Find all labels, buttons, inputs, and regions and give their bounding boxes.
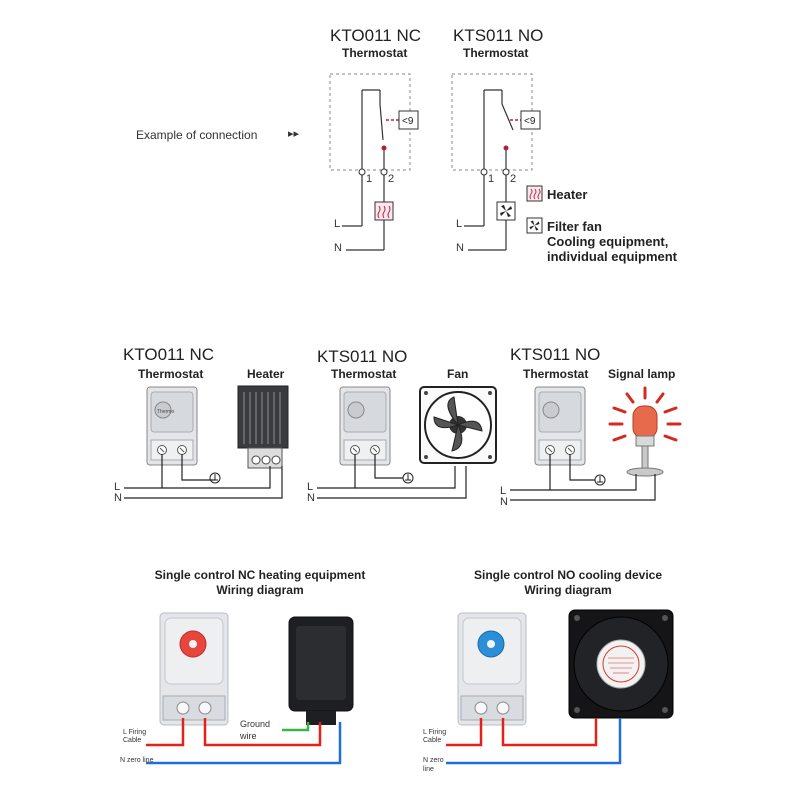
svg-text:<9: <9 [524, 116, 536, 127]
kto-thermostat-box [329, 73, 411, 171]
no-fan-photo [568, 609, 674, 719]
nc-heater-photo [288, 616, 354, 725]
panel3-signal-lamp-image [608, 386, 682, 477]
legend-fan-icon [526, 217, 543, 234]
no-wiring-title-line1: Single control NO cooling device [473, 568, 663, 582]
svg-text:Thermo: Thermo [157, 409, 174, 415]
nc-ground-wire-label-line1: Ground [240, 719, 271, 729]
kto-term1-label: 1 [366, 173, 373, 185]
kts-term1-label: 1 [488, 173, 495, 185]
nc-ground-wire-label-line2: wire [240, 731, 257, 741]
panel3-model: KTS011 NO [510, 345, 601, 364]
no-n-wire-label-line2: line [423, 766, 434, 773]
kts-terminal-1 [480, 168, 488, 176]
panel2-N-label: N [307, 492, 315, 504]
kto-terminal-2 [380, 168, 388, 176]
panel3-N-label: N [500, 496, 508, 508]
kto-switch [361, 89, 385, 170]
nc-wiring-title-line2: Wiring diagram [216, 583, 304, 597]
panel1-N-label: N [114, 492, 122, 504]
panel3-ground-icon [594, 474, 606, 486]
wiring-photos [146, 609, 674, 765]
legend-fan-line1: Filter fan [547, 219, 602, 234]
kto-temp-sensor-icon [398, 110, 419, 130]
kto-schematic-subtitle: Thermostat [342, 46, 408, 60]
panel2-model: KTS011 NO [317, 347, 408, 366]
nc-n-wire-label: N zero line [120, 757, 154, 764]
kto-terminal-1 [358, 168, 366, 176]
panel1-wires [124, 454, 283, 499]
no-wires [446, 718, 622, 765]
nc-l-wire-label-line2: Cable [123, 737, 142, 744]
panel3-wires [510, 454, 656, 501]
no-wiring-title-line2: Wiring diagram [524, 583, 612, 597]
double-arrow-icon: ▸▸ [288, 128, 300, 140]
kts-terminal-2 [502, 168, 510, 176]
no-n-wire-label-line1: N zero [423, 757, 444, 764]
panel1-device-label: Heater [247, 367, 285, 381]
panel2-ground-icon [402, 472, 414, 484]
panel3-L-label: L [500, 485, 507, 497]
kts-schematic-subtitle: Thermostat [463, 46, 529, 60]
schematic-diagram: <9 <9 [329, 73, 543, 251]
kts-switch [483, 89, 514, 170]
panel1-L-label: L [114, 481, 121, 493]
product-panels: Thermo [124, 385, 682, 501]
kts-fan-icon [496, 201, 516, 221]
example-label: Example of connection [136, 128, 258, 142]
nc-thermostat-photo [159, 612, 229, 726]
nc-wiring-title-line1: Single control NC heating equipment [154, 568, 366, 582]
kts-term2-label: 2 [510, 173, 517, 185]
legend-fan-line3: individual equipment [547, 249, 678, 264]
panel1-thermostat-label: Thermostat [138, 367, 204, 381]
panel1-thermostat-image: Thermo [146, 386, 198, 466]
kts-schematic-title: KTS011 NO [453, 26, 544, 45]
panel1-heater-image [237, 385, 289, 469]
legend-fan-line2: Cooling equipment, [547, 234, 669, 249]
panel3-thermostat-label: Thermostat [523, 367, 589, 381]
kto-schematic-title: KTO011 NC [330, 26, 422, 45]
no-thermostat-photo [457, 612, 527, 726]
panel2-device-label: Fan [447, 367, 469, 381]
panel2-thermostat-label: Thermostat [331, 367, 397, 381]
kts-thermostat-box [451, 73, 533, 171]
panel2-L-label: L [307, 481, 314, 493]
panel3-thermostat-image [534, 386, 586, 466]
panel1-ground-icon [209, 472, 221, 484]
legend-heater-label: Heater [547, 187, 588, 202]
no-l-wire-label-line1: L Firing [423, 729, 447, 736]
no-l-wire-label-line2: Cable [423, 737, 442, 744]
kto-N-label: N [334, 242, 342, 254]
panel2-wires [317, 454, 467, 499]
svg-text:<9: <9 [402, 116, 414, 127]
kto-term2-label: 2 [388, 173, 395, 185]
panel1-model: KTO011 NC [123, 345, 215, 364]
panel3-device-label: Signal lamp [608, 367, 676, 381]
kts-L-label: L [456, 218, 463, 230]
kts-N-label: N [456, 242, 464, 254]
panel2-thermostat-image [339, 386, 391, 466]
nc-wires [146, 718, 342, 765]
panel2-fan-image [419, 386, 497, 464]
kto-L-label: L [334, 218, 341, 230]
kts-temp-sensor-icon [520, 110, 541, 130]
nc-l-wire-label-line1: L Firing [123, 729, 147, 736]
